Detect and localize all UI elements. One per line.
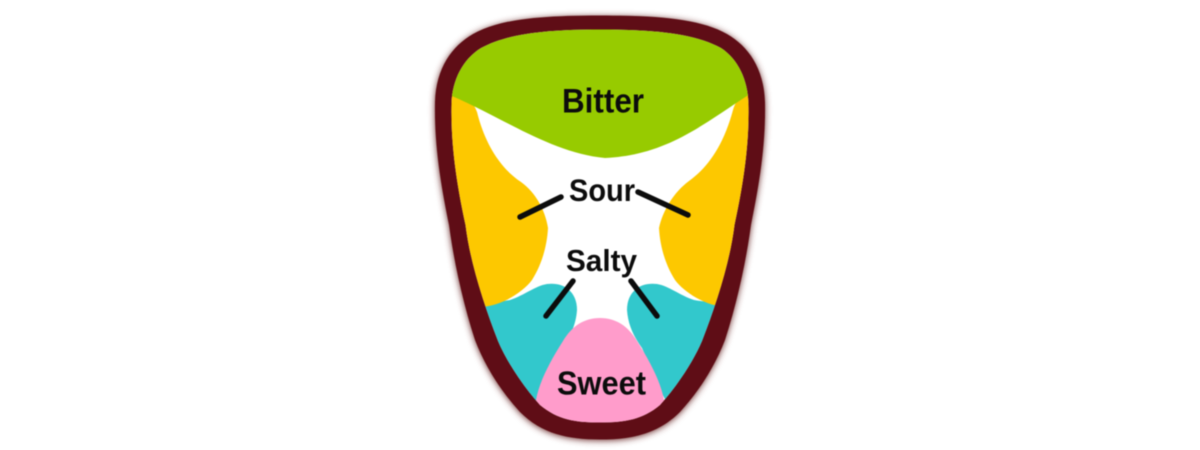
svg-text:Salty: Salty bbox=[566, 243, 638, 278]
svg-text:Bitter: Bitter bbox=[562, 83, 644, 121]
svg-text:Sour: Sour bbox=[569, 172, 635, 208]
svg-text:Sweet: Sweet bbox=[557, 366, 646, 403]
